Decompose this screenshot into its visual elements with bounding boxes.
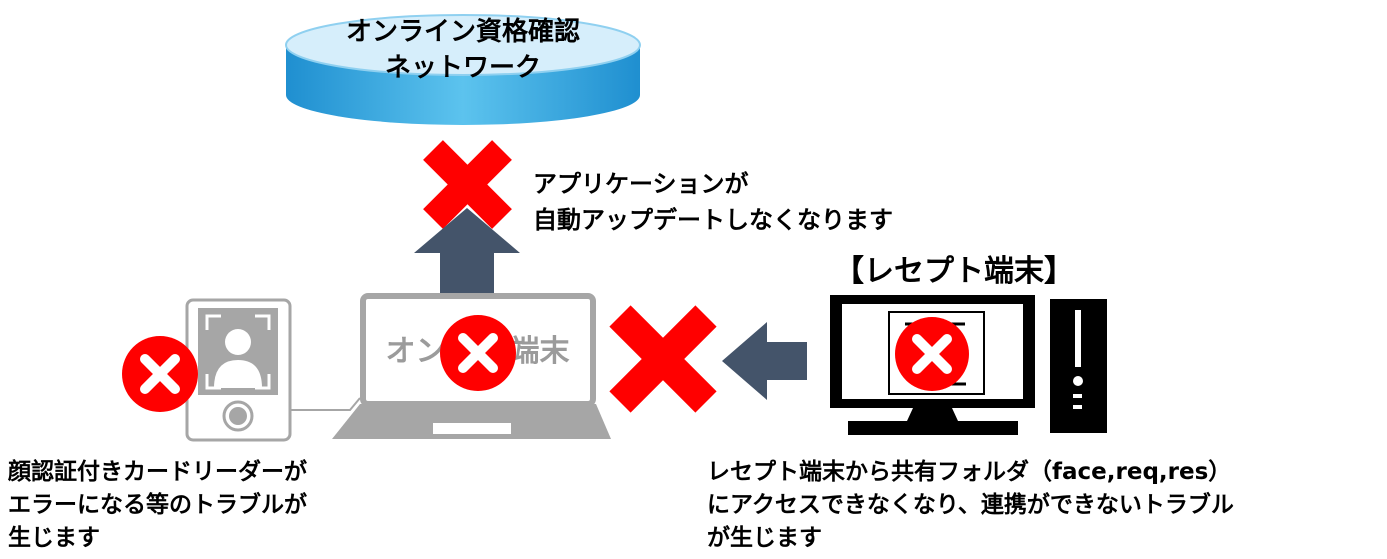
receipt-issue-line1: レセプト端末から共有フォルダ（face,req,res） [707,459,1232,485]
receipt-tower-icon [1050,299,1107,433]
network-label-line1: オンライン資格確認 [345,17,580,47]
receipt-error-icon [895,317,969,391]
connection-blocked-x-icon [609,305,717,413]
card-reader-error-icon [122,336,198,412]
laptop-error-icon [440,315,516,391]
online-terminal-label: オン端末 [385,334,570,369]
card-reader-issue-line2: エラーになる等のトラブルが [8,492,307,518]
card-reader-issue-caption: 顔認証付きカードリーダーが エラーになる等のトラブルが 生じます [8,456,307,555]
card-reader-issue-line3: 生じます [8,525,100,551]
upload-arrow-icon [414,208,520,293]
receipt-terminal-title: 【レセプト端末】 [834,254,1074,289]
network-cylinder-icon [285,14,641,125]
reader-cable [290,397,361,411]
receipt-issue-line3: が生じます [707,525,822,551]
update-notice: アプリケーションが 自動アップデートしなくなります [533,166,893,238]
update-notice-line2: 自動アップデートしなくなります [533,206,893,234]
connection-arrow-icon [722,322,807,400]
network-label-line2: ネットワーク [384,53,541,83]
update-blocked-x-icon [423,140,512,229]
update-notice-line1: アプリケーションが [533,170,749,198]
network-label: オンライン資格確認 ネットワーク [318,14,608,86]
card-reader-icon [185,298,292,442]
receipt-issue-caption: レセプト端末から共有フォルダ（face,req,res） にアクセスできなくなり… [707,456,1234,555]
card-reader-issue-line1: 顔認証付きカードリーダーが [8,459,307,485]
receipt-issue-line2: にアクセスできなくなり、連携ができないトラブル [707,492,1234,518]
laptop-icon [332,293,611,439]
